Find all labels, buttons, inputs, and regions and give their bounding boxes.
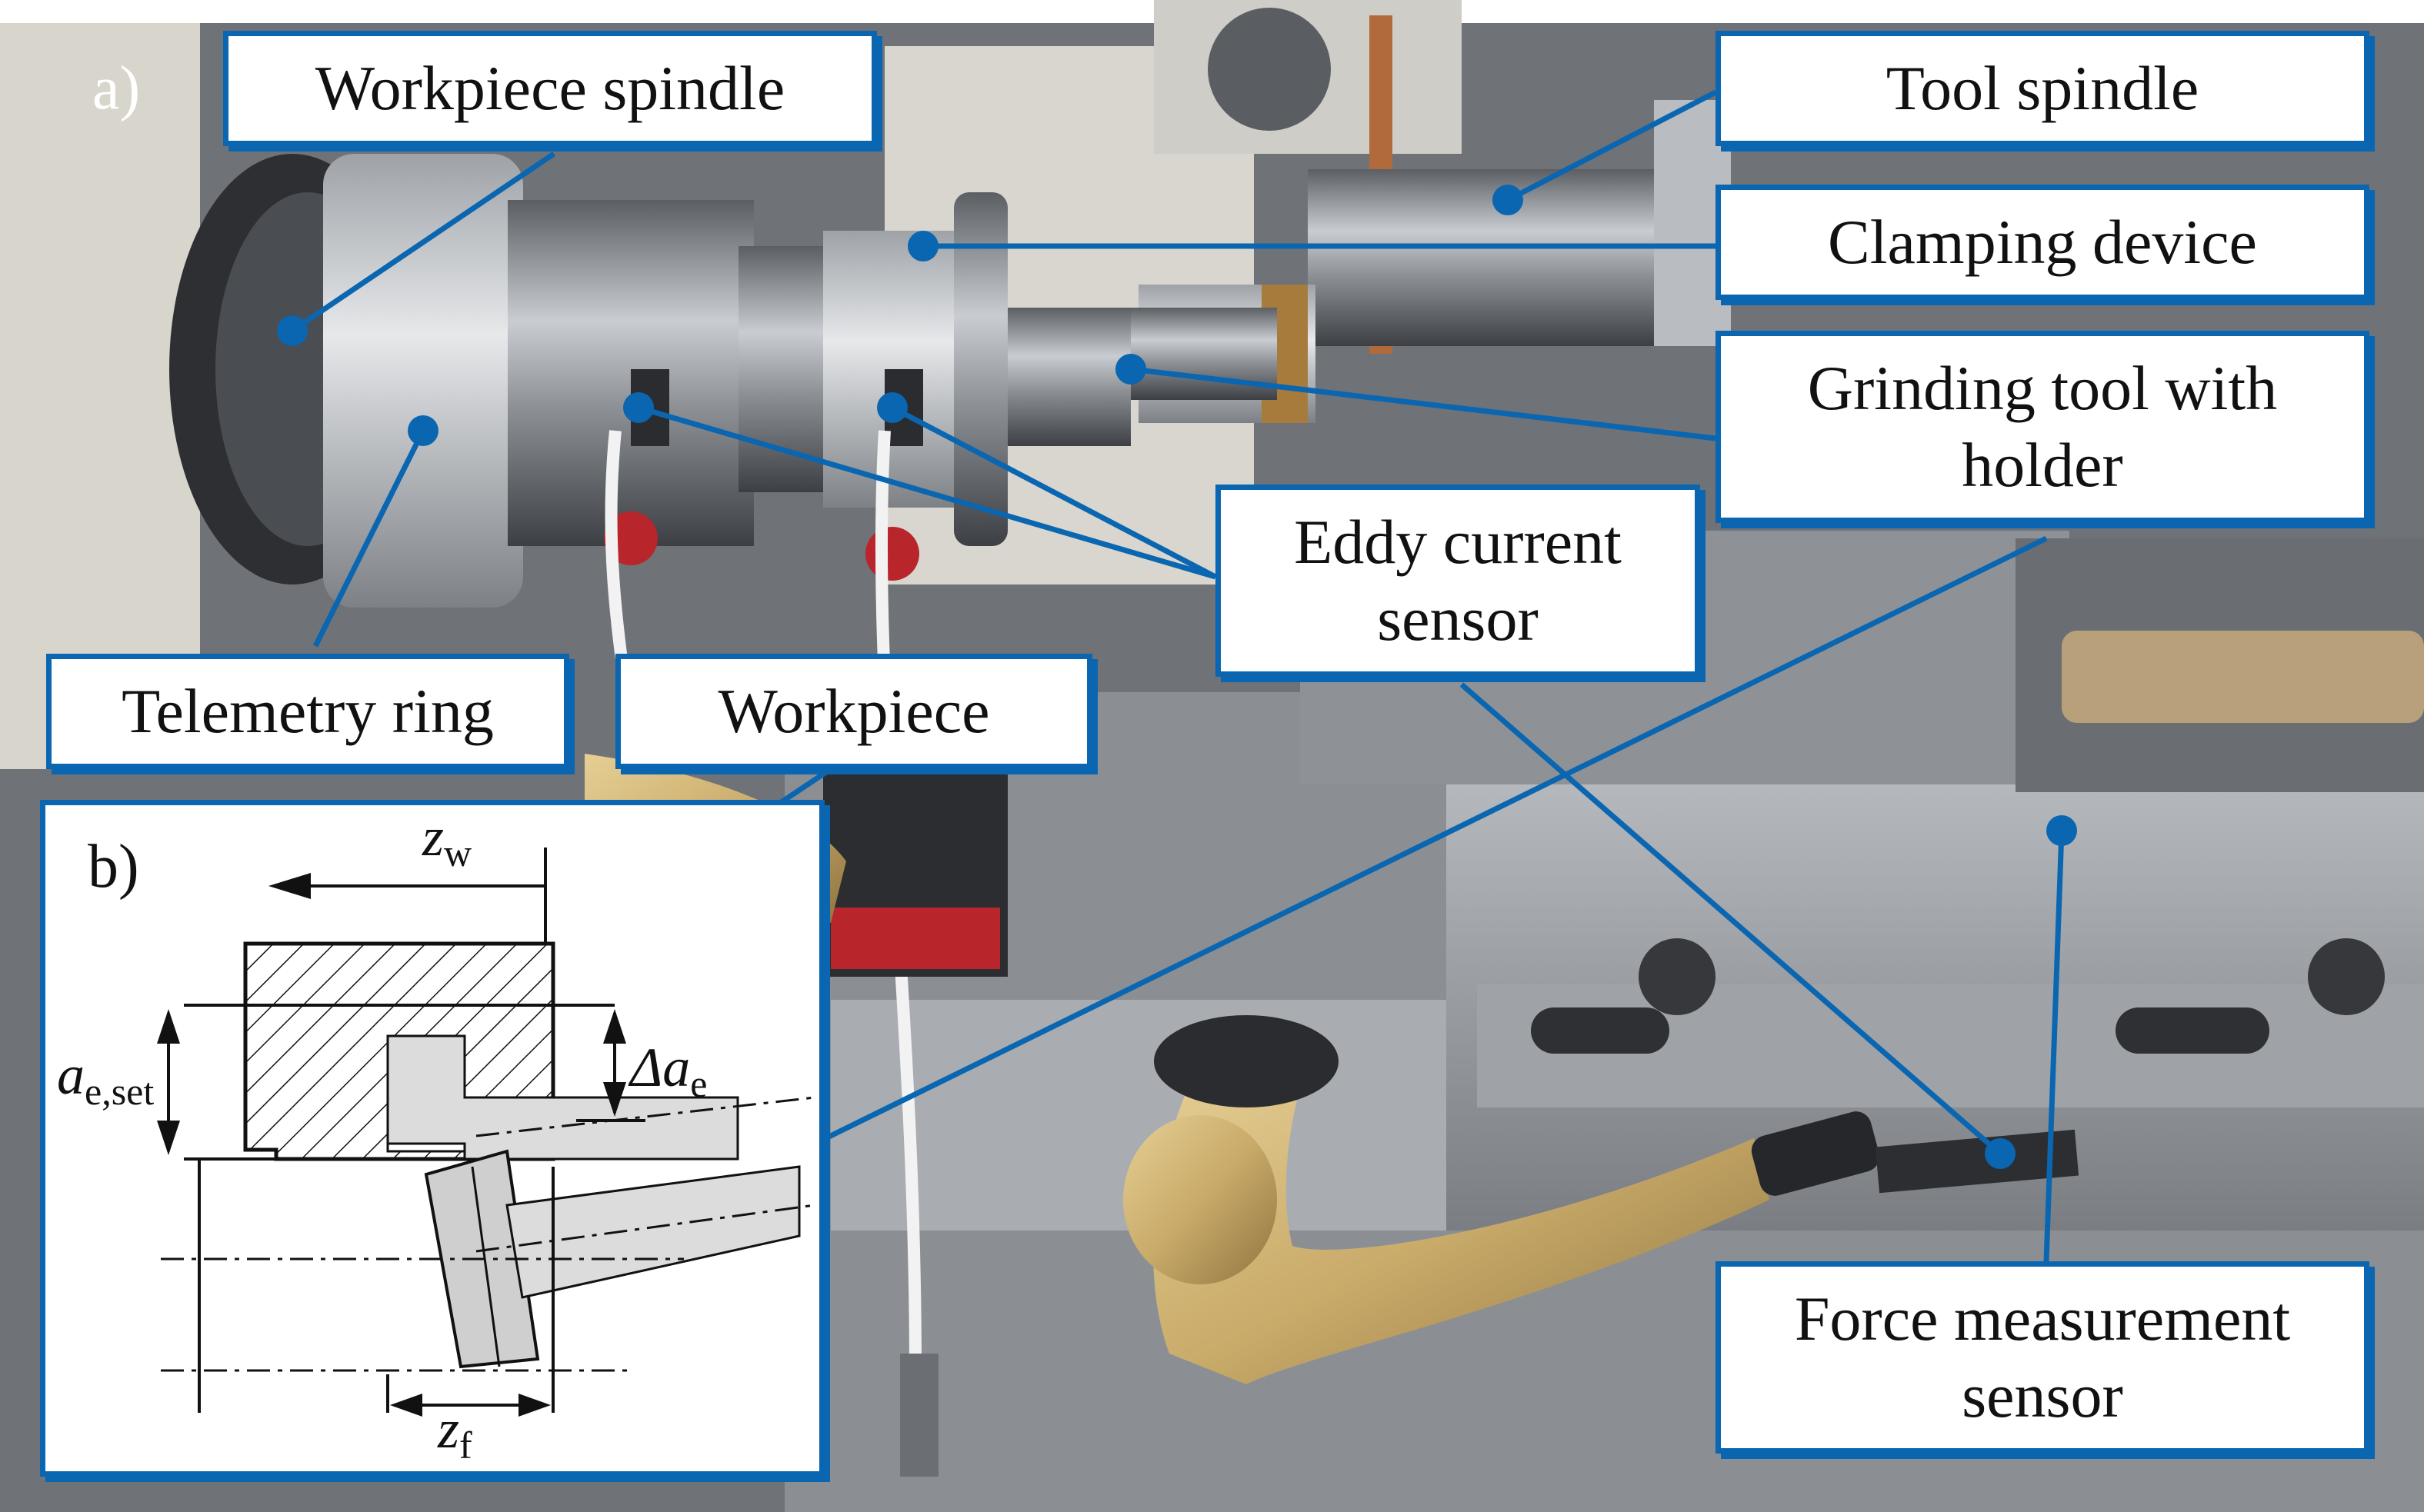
callout-tool-spindle: Tool spindle (1715, 31, 2369, 146)
symbol-a-e-set: ae,set (57, 1044, 155, 1113)
callout-eddy-current-sensor: Eddy current sensor (1215, 485, 1700, 677)
panel-label-a: a) (92, 55, 141, 122)
callout-force-sensor-line1: Force measurement (1794, 1284, 2291, 1354)
callout-tool-spindle-text: Tool spindle (1886, 53, 2199, 123)
callout-eddy-current-line2: sensor (1377, 584, 1539, 654)
symbol-delta-a-e: Δae (630, 1037, 708, 1105)
callout-grinding-tool: Grinding tool with holder (1715, 331, 2369, 523)
callout-clamping-device: Clamping device (1715, 185, 2369, 300)
callout-workpiece-text: Workpiece (718, 676, 990, 746)
callout-telemetry-ring-text: Telemetry ring (122, 676, 494, 746)
callout-force-sensor-line2: sensor (1962, 1360, 2123, 1430)
callout-eddy-current-line1: Eddy current (1294, 507, 1622, 577)
callout-telemetry-ring: Telemetry ring (46, 654, 569, 769)
callout-force-measurement-sensor: Force measurement sensor (1715, 1261, 2369, 1454)
callout-grinding-tool-line2: holder (1962, 430, 2123, 500)
symbol-z-w: zw (422, 806, 472, 874)
grinding-schematic (157, 848, 815, 1417)
symbol-z-f: zf (438, 1398, 472, 1467)
schematic-inset: b) zw ae,set Δae zf (40, 800, 825, 1477)
callout-clamping-device-text: Clamping device (1828, 207, 2257, 277)
callout-workpiece: Workpiece (615, 654, 1092, 769)
panel-label-b: b) (88, 833, 139, 901)
callout-grinding-tool-line1: Grinding tool with (1807, 353, 2278, 423)
callout-workpiece-spindle-text: Workpiece spindle (315, 53, 785, 123)
callout-workpiece-spindle: Workpiece spindle (223, 31, 877, 146)
